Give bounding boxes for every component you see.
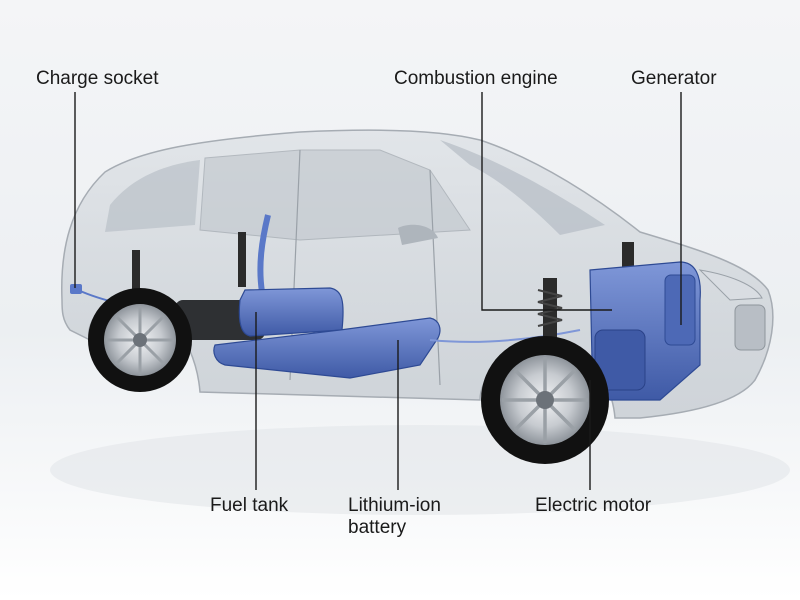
charge-socket-part [70,284,82,294]
label-charge-socket: Charge socket [36,68,159,89]
front-spring [537,289,563,327]
rear-wheel [88,288,192,392]
rear-shock-left [132,250,140,300]
front-wheel [481,336,609,464]
front-grille [734,304,766,351]
fuel-tank [238,287,344,337]
label-electric-motor: Electric motor [535,495,652,516]
headlight [698,269,763,301]
side-mirror [398,224,438,245]
floor-reflection [50,425,790,515]
fuel-filler-pipe [257,214,271,293]
generator [664,274,696,346]
label-lithium-ion-battery: Lithium-ion battery [348,495,441,538]
windshield [440,140,605,235]
front-strut-right [622,242,634,272]
door-line-2 [429,169,441,386]
label-generator: Generator [631,68,717,89]
electric-motor [594,329,646,391]
rear-window [105,160,200,232]
high-voltage-cable [429,329,581,343]
lithium-ion-battery [213,317,441,379]
front-strut [543,278,557,338]
label-fuel-tank: Fuel tank [210,495,289,516]
label-combustion-engine: Combustion engine [394,68,558,89]
leader-line-combustion-engine [481,92,612,311]
rear-shock-right [238,232,246,287]
